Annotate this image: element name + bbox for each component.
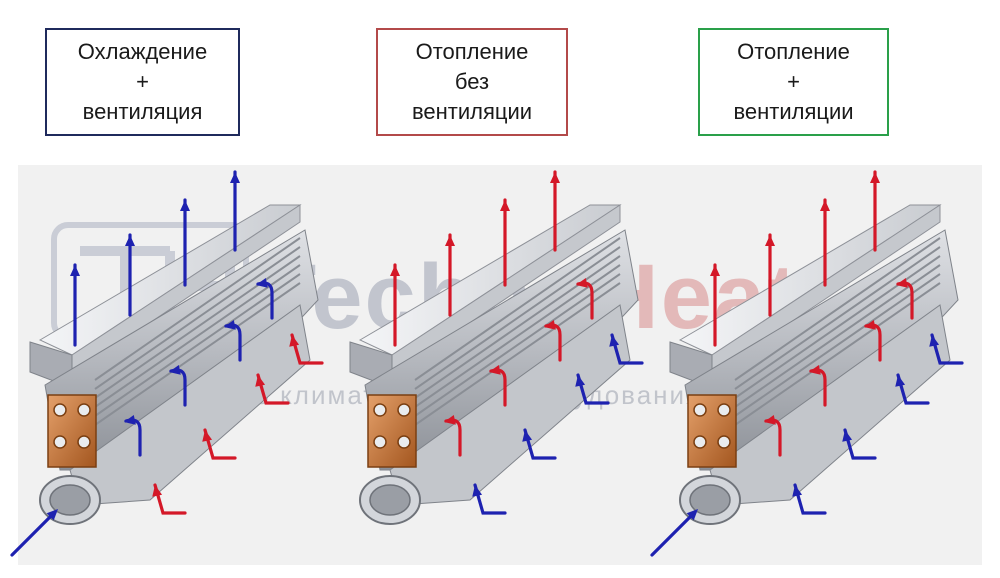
heat-exchanger-fin [414, 237, 621, 381]
pipe-fitting [373, 403, 387, 417]
arrow-head [289, 335, 300, 347]
arrow-head [809, 364, 821, 375]
air-inlet-opening [369, 484, 411, 516]
arrow-head [230, 172, 240, 183]
pipe-fitting [373, 435, 387, 449]
pipe-fitting [77, 435, 91, 449]
pipe-fitting [53, 403, 67, 417]
arrow-head [522, 430, 533, 442]
heat-exchanger-fin [734, 282, 941, 426]
mode-label-line: + [787, 69, 800, 94]
pipe-fitting [53, 435, 67, 449]
fresh-air-supply-arrow [10, 510, 57, 557]
arrow-head [124, 414, 136, 425]
mode-label-line: Отопление [737, 39, 850, 64]
convector-unit [10, 170, 324, 557]
arrow-head [896, 277, 908, 288]
heat-exchanger-fin [94, 237, 301, 381]
arrow-head [870, 172, 880, 183]
mode-label-line: + [136, 69, 149, 94]
arrow-head [390, 265, 400, 276]
mode-label-line: вентиляции [733, 99, 854, 124]
arrow-head [842, 430, 853, 442]
mode-label-line: вентиляции [411, 99, 533, 124]
mode-label-heating-no-ventilation: Отопление без вентиляции [376, 28, 568, 136]
arrow-head [576, 277, 588, 288]
convector-unit [650, 170, 964, 557]
arrow-head [895, 375, 906, 387]
arrow-head [500, 200, 510, 211]
arrow-head [609, 335, 620, 347]
convector-unit [349, 170, 644, 525]
mode-label-line: вентиляция [82, 99, 203, 124]
pipe-fitting [693, 435, 707, 449]
arrow-head [864, 319, 876, 330]
arrow-head [575, 375, 586, 387]
mode-label-line: Отопление [415, 39, 529, 64]
arrow-head [550, 172, 560, 183]
arrow-head [224, 319, 236, 330]
heat-exchanger-fin [94, 246, 301, 390]
pipe-fitting [397, 435, 411, 449]
arrow-head [445, 235, 455, 246]
pipe-fitting [717, 403, 731, 417]
heat-exchanger-fin [414, 273, 621, 417]
arrow-head [544, 319, 556, 330]
pipe-fitting [397, 403, 411, 417]
pipe-fitting [693, 403, 707, 417]
pipe-fitting [77, 403, 91, 417]
arrow-head [125, 235, 135, 246]
arrow-head [929, 335, 940, 347]
heat-exchanger-fin [414, 264, 621, 408]
arrow-head [70, 265, 80, 276]
pipe-fitting [717, 435, 731, 449]
arrow-head [489, 364, 501, 375]
heat-exchanger-fin [734, 237, 941, 381]
heat-exchanger-fin [94, 264, 301, 408]
arrow-head [472, 485, 483, 497]
heat-exchanger-fin [734, 273, 941, 417]
arrow-head [765, 235, 775, 246]
heat-exchanger-fin [734, 246, 941, 390]
arrow-head [686, 509, 698, 521]
heat-exchanger-fin [414, 282, 621, 426]
arrow-head [180, 200, 190, 211]
mode-label-heating-ventilation: Отопление + вентиляции [698, 28, 889, 136]
arrow-head [792, 485, 803, 497]
air-inlet-opening [689, 484, 731, 516]
mode-label-line: Охлаждение [77, 39, 208, 64]
arrow-head [169, 364, 181, 375]
arrow-head [152, 485, 163, 497]
arrow-head [256, 277, 268, 288]
heat-exchanger-fin [734, 264, 941, 408]
heat-exchanger-fin [414, 246, 621, 390]
arrow-head [444, 414, 456, 425]
arrow-head [710, 265, 720, 276]
arrow-head [820, 200, 830, 211]
heat-exchanger-fin [94, 273, 301, 417]
mode-label-cooling-ventilation: Охлаждение + вентиляция [45, 28, 240, 136]
air-inlet-opening [49, 484, 91, 516]
mode-label-line: без [454, 69, 490, 94]
fresh-air-supply-arrow [650, 510, 697, 557]
arrow-head [255, 375, 266, 387]
arrow-head [46, 509, 58, 521]
arrow-head [202, 430, 213, 442]
heat-exchanger-fin [94, 282, 301, 426]
arrow-head [764, 414, 776, 425]
